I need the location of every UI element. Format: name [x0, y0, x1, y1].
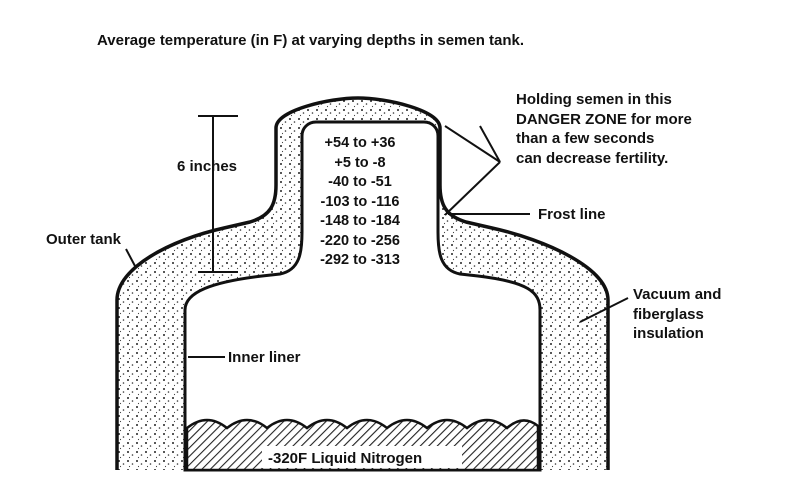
- insulation-leader: [579, 297, 629, 323]
- danger-zone-note: Holding semen in this DANGER ZONE for mo…: [516, 90, 692, 168]
- insulation-label: Vacuum and fiberglass insulation: [633, 285, 721, 344]
- inner-liner: [183, 120, 542, 472]
- temperature-range: -40 to -51: [328, 174, 392, 190]
- outer-tank-label: Outer tank: [46, 231, 122, 248]
- liquid-nitrogen-label: -320F Liquid Nitrogen: [268, 450, 423, 467]
- temperature-range: +5 to -8: [334, 154, 386, 171]
- diagram-title: Average temperature (in F) at varying de…: [97, 32, 525, 49]
- temperature-range: -148 to -184: [320, 213, 400, 229]
- temperature-ranges: +54 to +36 +5 to -8 -40 to -51 -103 to -…: [290, 134, 430, 271]
- insulation-note-line: Vacuum and: [633, 286, 722, 303]
- danger-note-line: DANGER ZONE for more: [516, 110, 692, 128]
- temperature-range: +54 to +36: [324, 135, 396, 151]
- nitrogen-label-bg: [262, 446, 462, 468]
- temperature-range: -103 to -116: [320, 193, 400, 210]
- temperature-range: -292 to -313: [320, 252, 400, 268]
- insulation-note-line: insulation: [633, 325, 704, 342]
- frost-line-label: Frost line: [538, 206, 606, 223]
- six-inches-label: 6 inches: [177, 158, 238, 175]
- danger-note-line: Holding semen in this: [516, 91, 672, 108]
- danger-zone-leader: [444, 125, 501, 163]
- danger-note-line: than a few seconds: [516, 130, 655, 147]
- inner-liner-label: Inner liner: [228, 349, 301, 366]
- insulation-note-line: fiberglass: [633, 305, 704, 323]
- danger-note-line: can decrease fertility.: [516, 149, 669, 167]
- outer-tank-leader: [125, 248, 136, 267]
- temperature-range: -220 to -256: [320, 232, 400, 249]
